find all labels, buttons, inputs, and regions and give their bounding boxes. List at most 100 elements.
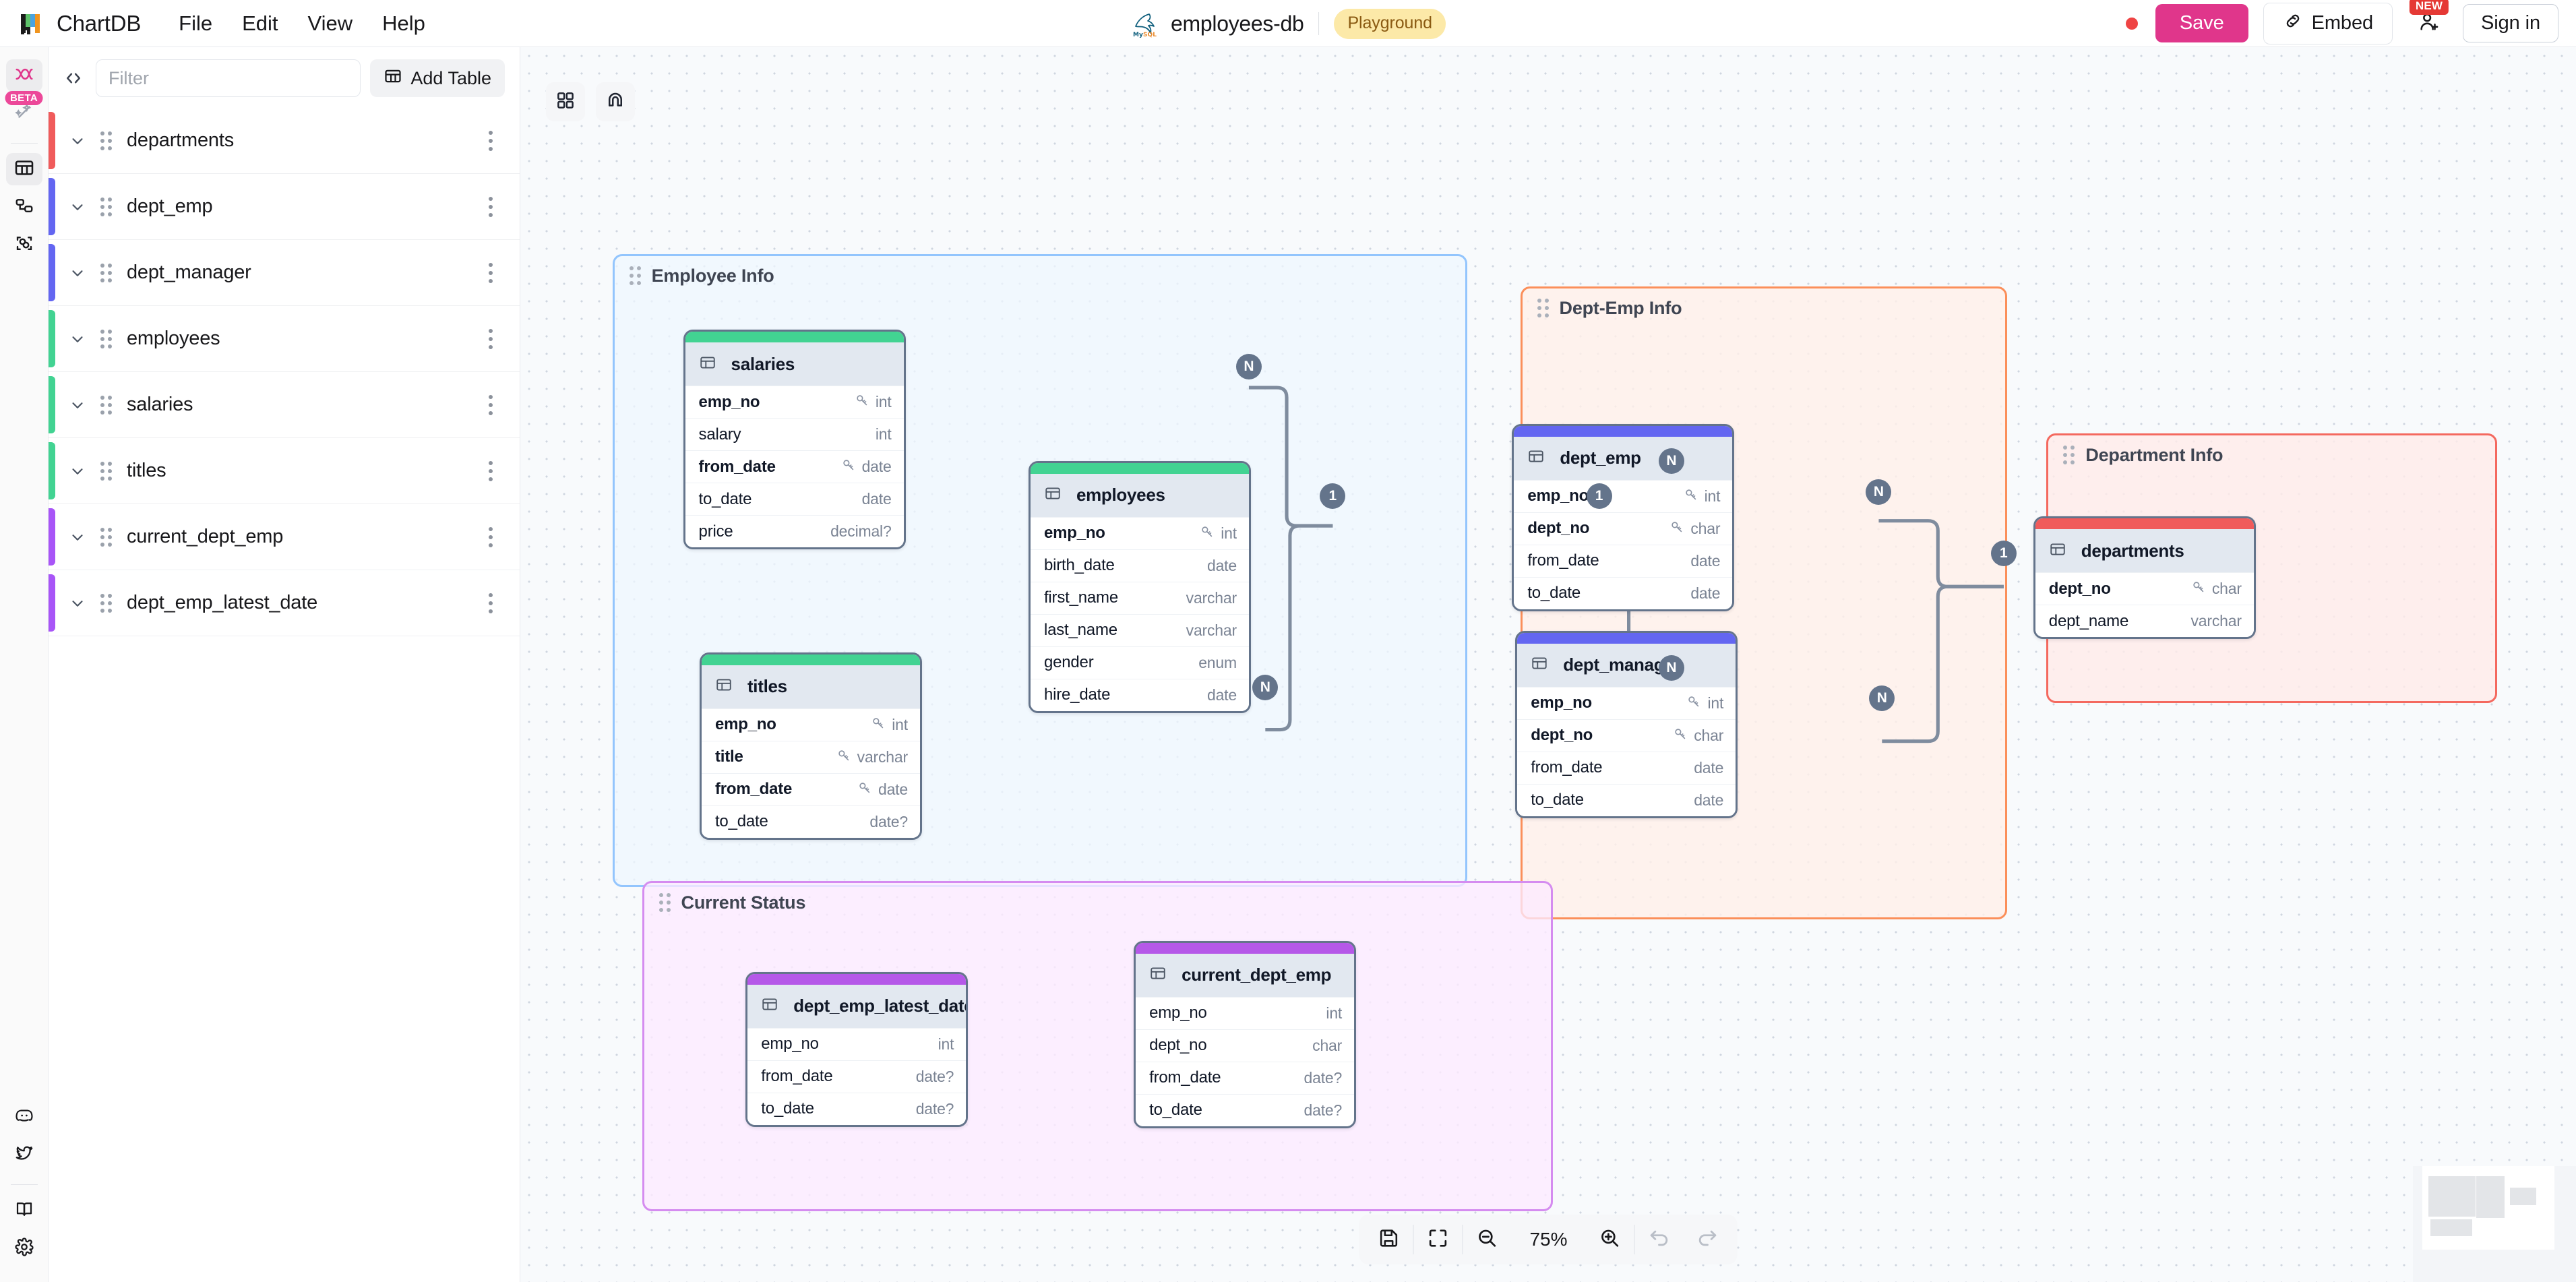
add-table-button[interactable]: Add Table <box>370 59 505 97</box>
fit-view-button[interactable] <box>1414 1215 1463 1264</box>
table-list-item[interactable]: dept_manager <box>49 240 520 306</box>
table-field-row[interactable]: from_datedate <box>685 450 904 483</box>
table-field-row[interactable]: genderenum <box>1031 646 1249 679</box>
table-options-menu-icon[interactable] <box>479 458 502 485</box>
menu-view[interactable]: View <box>293 6 368 41</box>
chevron-down-icon[interactable] <box>66 264 89 282</box>
sign-in-button[interactable]: Sign in <box>2463 4 2558 42</box>
table-field-row[interactable]: first_namevarchar <box>1031 582 1249 614</box>
table-field-row[interactable]: to_datedate? <box>747 1093 966 1125</box>
drag-handle-icon[interactable] <box>96 462 116 481</box>
table-field-row[interactable]: salaryint <box>685 418 904 450</box>
drag-handle-icon[interactable] <box>2063 446 2075 464</box>
table-field-row[interactable]: hire_datedate <box>1031 679 1249 711</box>
drag-handle-icon[interactable] <box>96 330 116 348</box>
table-field-row[interactable]: emp_noint <box>1514 480 1732 512</box>
table-field-row[interactable]: dept_nochar <box>1514 512 1732 545</box>
table-options-menu-icon[interactable] <box>479 392 502 419</box>
invite-user-button[interactable]: NEW <box>2408 5 2451 42</box>
table-node[interactable]: departmentsdept_nochardept_namevarchar <box>2033 516 2256 639</box>
drag-handle-icon[interactable] <box>96 528 116 547</box>
table-node[interactable]: dept_emp_latest_dateemp_nointfrom_dateda… <box>745 972 968 1127</box>
table-field-row[interactable]: emp_noint <box>747 1028 966 1060</box>
table-options-menu-icon[interactable] <box>479 524 502 551</box>
table-field-row[interactable]: to_datedate <box>1517 784 1736 816</box>
table-field-row[interactable]: from_datedate <box>1514 545 1732 577</box>
snap-to-grid-button[interactable] <box>596 82 635 121</box>
table-field-row[interactable]: to_datedate? <box>702 805 920 838</box>
drag-handle-icon[interactable] <box>96 131 116 150</box>
table-list-item[interactable]: dept_emp <box>49 174 520 240</box>
table-field-row[interactable]: emp_noint <box>1136 997 1354 1029</box>
chevron-down-icon[interactable] <box>66 462 89 480</box>
table-options-menu-icon[interactable] <box>479 590 502 617</box>
table-field-row[interactable]: emp_noint <box>1517 687 1736 719</box>
collapse-chevrons-icon[interactable] <box>61 65 86 91</box>
menu-file[interactable]: File <box>164 6 227 41</box>
drag-handle-icon[interactable] <box>1537 299 1549 317</box>
table-list-item[interactable]: titles <box>49 438 520 504</box>
diagram-name[interactable]: employees-db <box>1171 11 1304 36</box>
rail-item-docs[interactable] <box>6 1194 42 1227</box>
chevron-down-icon[interactable] <box>66 528 89 546</box>
table-list-item[interactable]: salaries <box>49 372 520 438</box>
filter-input[interactable] <box>96 59 361 97</box>
undo-button[interactable] <box>1635 1215 1684 1264</box>
table-node[interactable]: current_dept_empemp_nointdept_nocharfrom… <box>1134 941 1356 1128</box>
chevron-down-icon[interactable] <box>66 198 89 216</box>
table-node[interactable]: salariesemp_nointsalaryintfrom_datedatet… <box>683 330 906 549</box>
table-field-row[interactable]: to_datedate <box>1514 577 1732 609</box>
rail-item-twitter[interactable] <box>6 1138 42 1171</box>
chevron-down-icon[interactable] <box>66 594 89 612</box>
chevron-down-icon[interactable] <box>66 132 89 150</box>
table-field-row[interactable]: dept_nochar <box>2035 572 2254 605</box>
drag-handle-icon[interactable] <box>659 893 671 912</box>
table-list-item[interactable]: departments <box>49 108 520 174</box>
table-field-row[interactable]: dept_namevarchar <box>2035 605 2254 637</box>
menu-edit[interactable]: Edit <box>227 6 293 41</box>
table-field-row[interactable]: emp_noint <box>702 708 920 741</box>
table-field-row[interactable]: from_datedate <box>702 773 920 805</box>
chevron-down-icon[interactable] <box>66 396 89 414</box>
table-field-row[interactable]: to_datedate <box>685 483 904 515</box>
drag-handle-icon[interactable] <box>630 266 641 285</box>
rail-item-tables[interactable] <box>6 153 42 185</box>
save-button[interactable]: Save <box>2155 4 2248 42</box>
rail-item-editor[interactable] <box>6 59 42 92</box>
redo-button[interactable] <box>1684 1215 1732 1264</box>
table-node[interactable]: dept_empemp_nointdept_nocharfrom_datedat… <box>1512 424 1734 611</box>
drag-handle-icon[interactable] <box>96 264 116 282</box>
embed-button[interactable]: Embed <box>2263 3 2393 44</box>
table-field-row[interactable]: dept_nochar <box>1136 1029 1354 1062</box>
table-field-row[interactable]: titlevarchar <box>702 741 920 773</box>
table-field-row[interactable]: emp_noint <box>685 386 904 418</box>
chevron-down-icon[interactable] <box>66 330 89 348</box>
table-options-menu-icon[interactable] <box>479 127 502 154</box>
table-field-row[interactable]: from_datedate? <box>1136 1062 1354 1094</box>
table-options-menu-icon[interactable] <box>479 260 502 286</box>
rail-item-discord[interactable] <box>6 1101 42 1133</box>
table-field-row[interactable]: to_datedate? <box>1136 1094 1354 1126</box>
table-node[interactable]: titlesemp_nointtitlevarcharfrom_datedate… <box>700 652 922 840</box>
table-field-row[interactable]: last_namevarchar <box>1031 614 1249 646</box>
table-field-row[interactable]: from_datedate? <box>747 1060 966 1093</box>
table-node[interactable]: dept_manageremp_nointdept_nocharfrom_dat… <box>1515 631 1738 818</box>
rail-item-ai-assistant[interactable]: BETA <box>6 97 42 129</box>
zoom-in-button[interactable] <box>1586 1215 1634 1264</box>
toggle-grid-button[interactable] <box>546 82 585 121</box>
table-field-row[interactable]: from_datedate <box>1517 752 1736 784</box>
rail-item-relationships[interactable] <box>6 191 42 223</box>
drag-handle-icon[interactable] <box>96 396 116 415</box>
table-list-item[interactable]: dept_emp_latest_date <box>49 570 520 636</box>
table-node[interactable]: employeesemp_nointbirth_datedatefirst_na… <box>1029 461 1251 713</box>
table-field-row[interactable]: pricedecimal? <box>685 515 904 547</box>
table-list-item[interactable]: current_dept_emp <box>49 504 520 570</box>
table-list-item[interactable]: employees <box>49 306 520 372</box>
drag-handle-icon[interactable] <box>96 197 116 216</box>
table-field-row[interactable]: birth_datedate <box>1031 549 1249 582</box>
zoom-out-button[interactable] <box>1463 1215 1512 1264</box>
diagram-canvas[interactable]: Employee InfoDept-Emp InfoDepartment Inf… <box>520 47 2576 1282</box>
zoom-level-label[interactable]: 75% <box>1512 1229 1586 1250</box>
table-field-row[interactable]: dept_nochar <box>1517 719 1736 752</box>
rail-item-dependencies[interactable] <box>6 228 42 261</box>
